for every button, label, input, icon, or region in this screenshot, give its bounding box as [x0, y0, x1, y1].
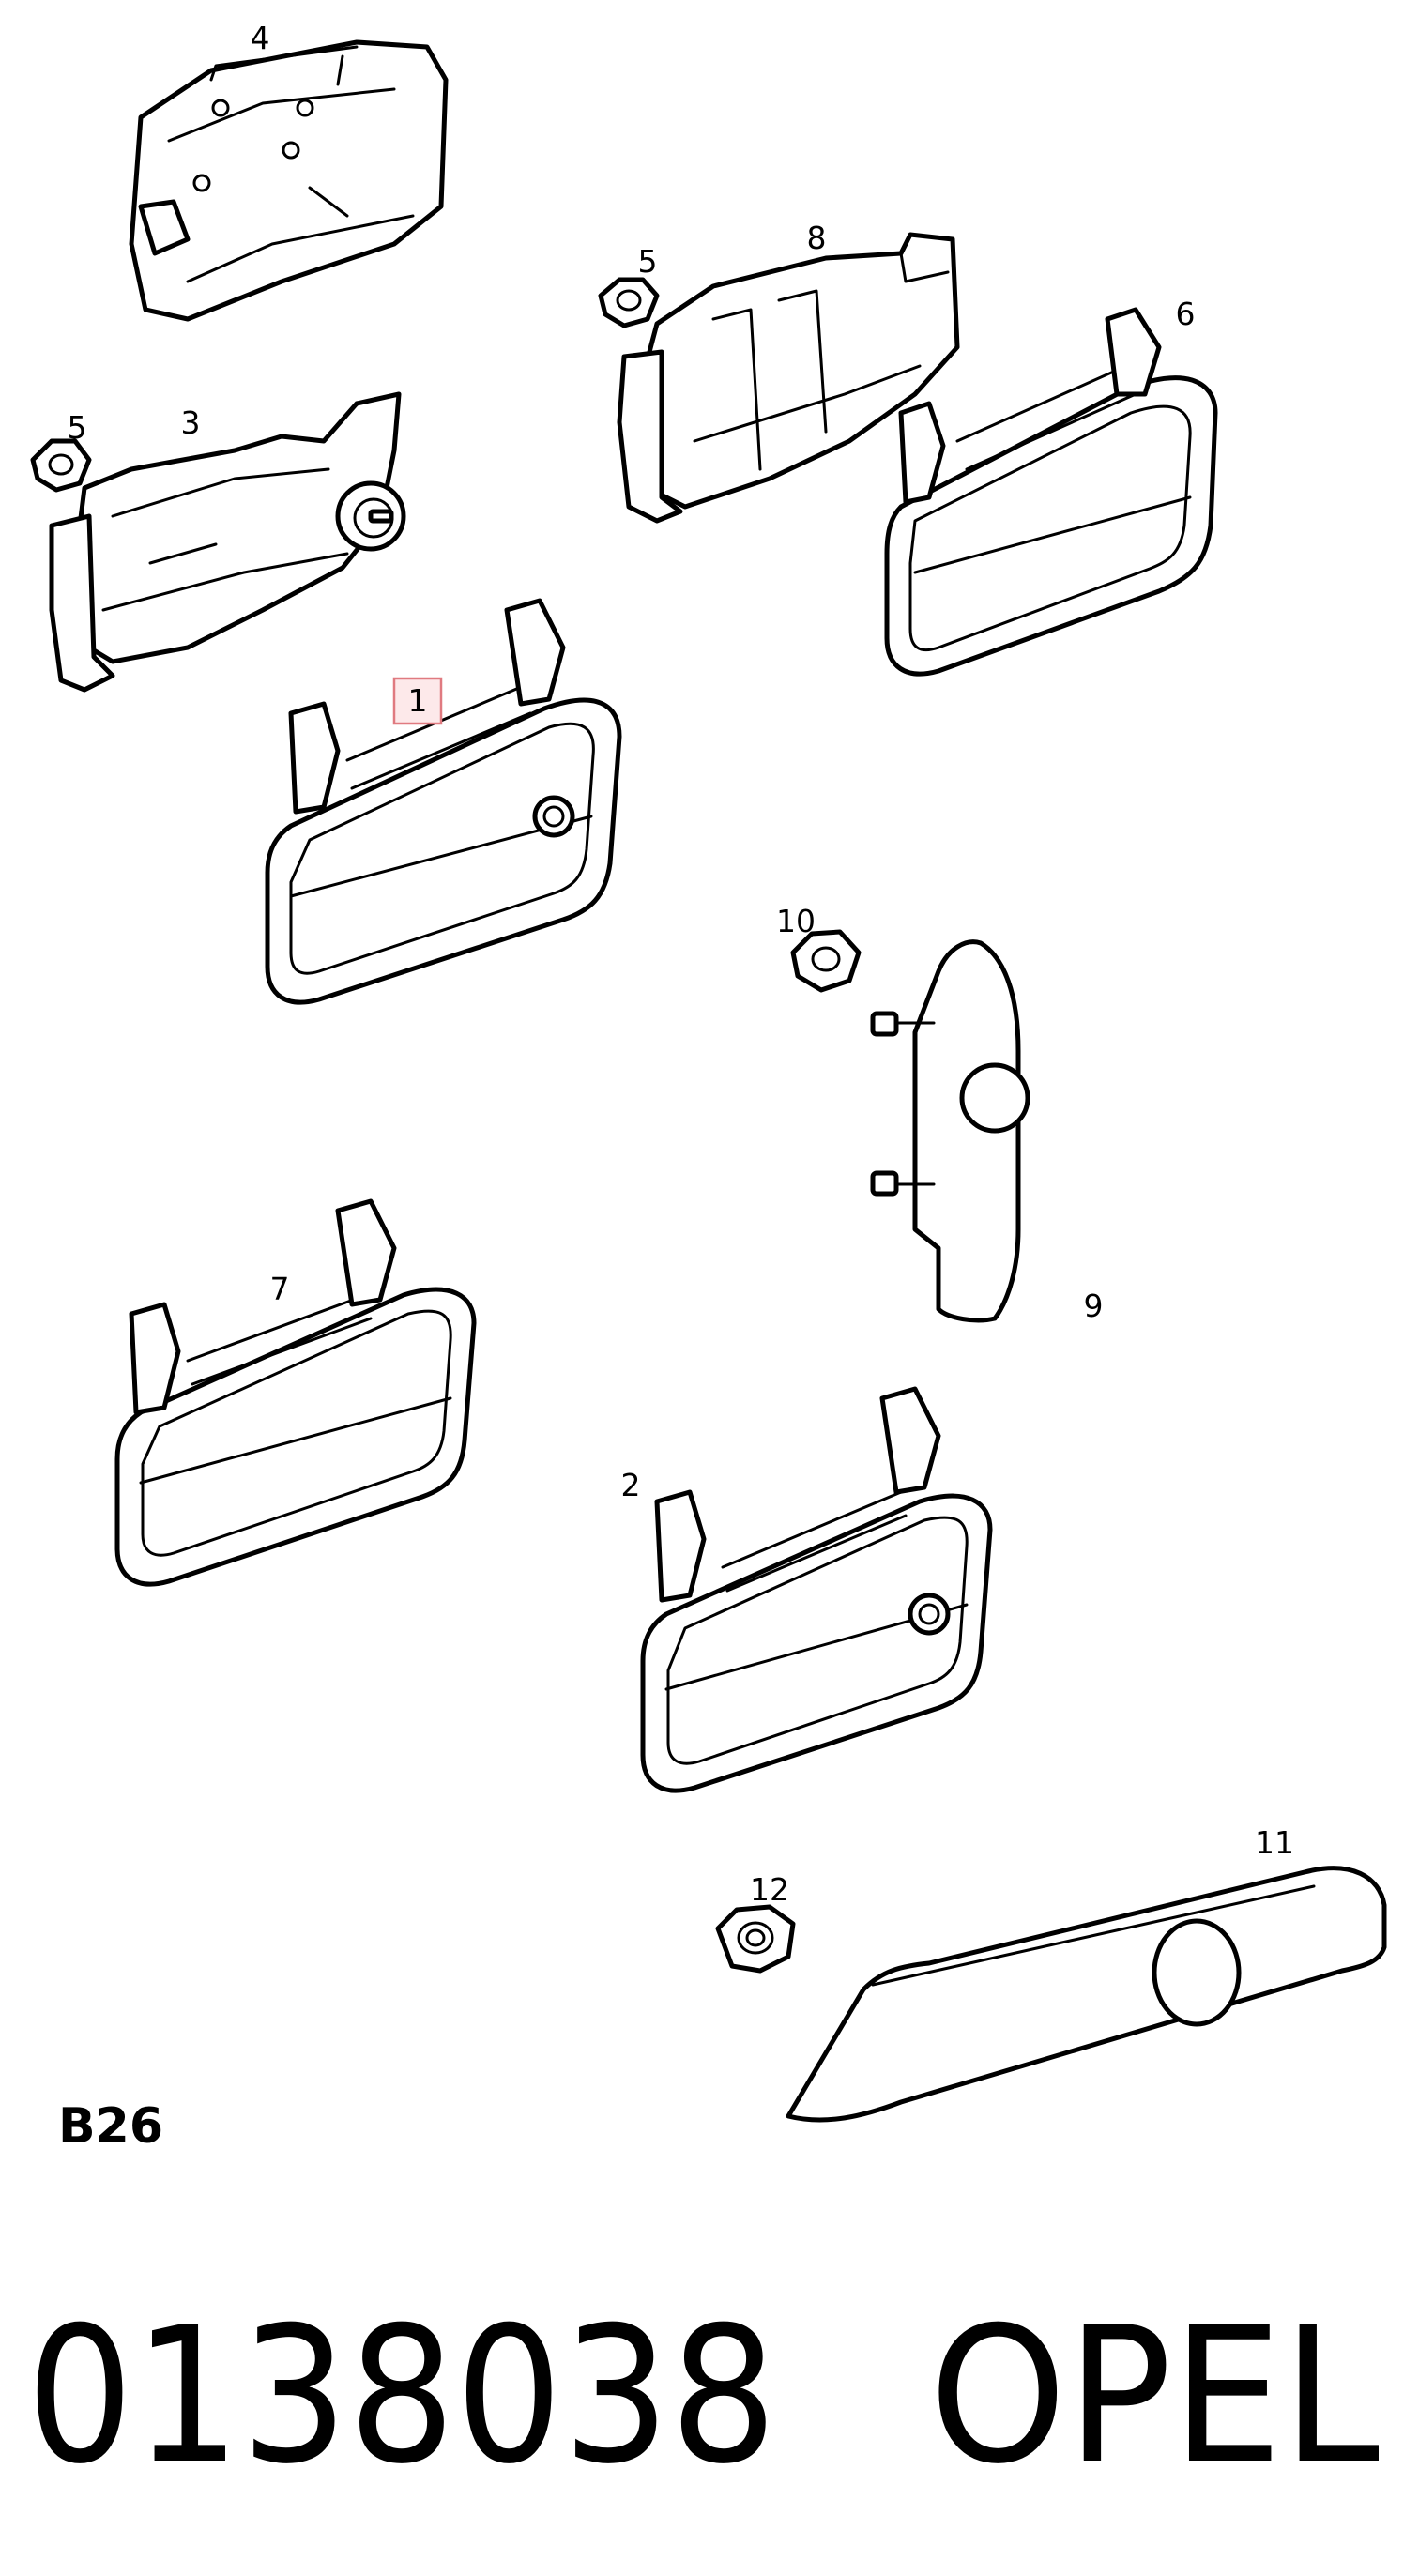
part-5-nut-right	[598, 277, 660, 328]
section-code: B26	[58, 2098, 163, 2155]
callout-8: 8	[807, 220, 827, 256]
callout-1-highlight	[392, 677, 443, 725]
callout-3: 3	[181, 404, 201, 441]
part-5-nut-left	[30, 438, 92, 493]
part-7-handle	[114, 1198, 477, 1587]
part-12-grommet	[715, 1904, 796, 1974]
part-1-handle	[265, 598, 622, 1005]
part-10-nut	[790, 929, 862, 993]
part-4-housing	[129, 39, 449, 322]
callout-7: 7	[270, 1271, 290, 1307]
callout-5-right: 5	[638, 243, 658, 280]
callout-10: 10	[776, 903, 816, 939]
part-6-handle	[884, 307, 1218, 677]
callout-5-left: 5	[68, 409, 87, 446]
part-11-trim-strip	[786, 1866, 1387, 2123]
callout-11: 11	[1255, 1824, 1294, 1861]
part-8-bracket	[617, 232, 960, 524]
callout-6: 6	[1176, 296, 1196, 332]
callout-2: 2	[621, 1467, 641, 1503]
part-2-handle	[640, 1386, 993, 1793]
callout-4: 4	[251, 20, 270, 56]
brand-name: OPEL	[929, 2287, 1380, 2506]
part-number: 0138038	[26, 2287, 777, 2506]
callout-1: 1	[408, 682, 428, 719]
part-9-trim	[870, 939, 1030, 1323]
part-3-bracket	[49, 391, 406, 693]
callout-9: 9	[1084, 1288, 1104, 1324]
callout-12: 12	[750, 1871, 789, 1908]
